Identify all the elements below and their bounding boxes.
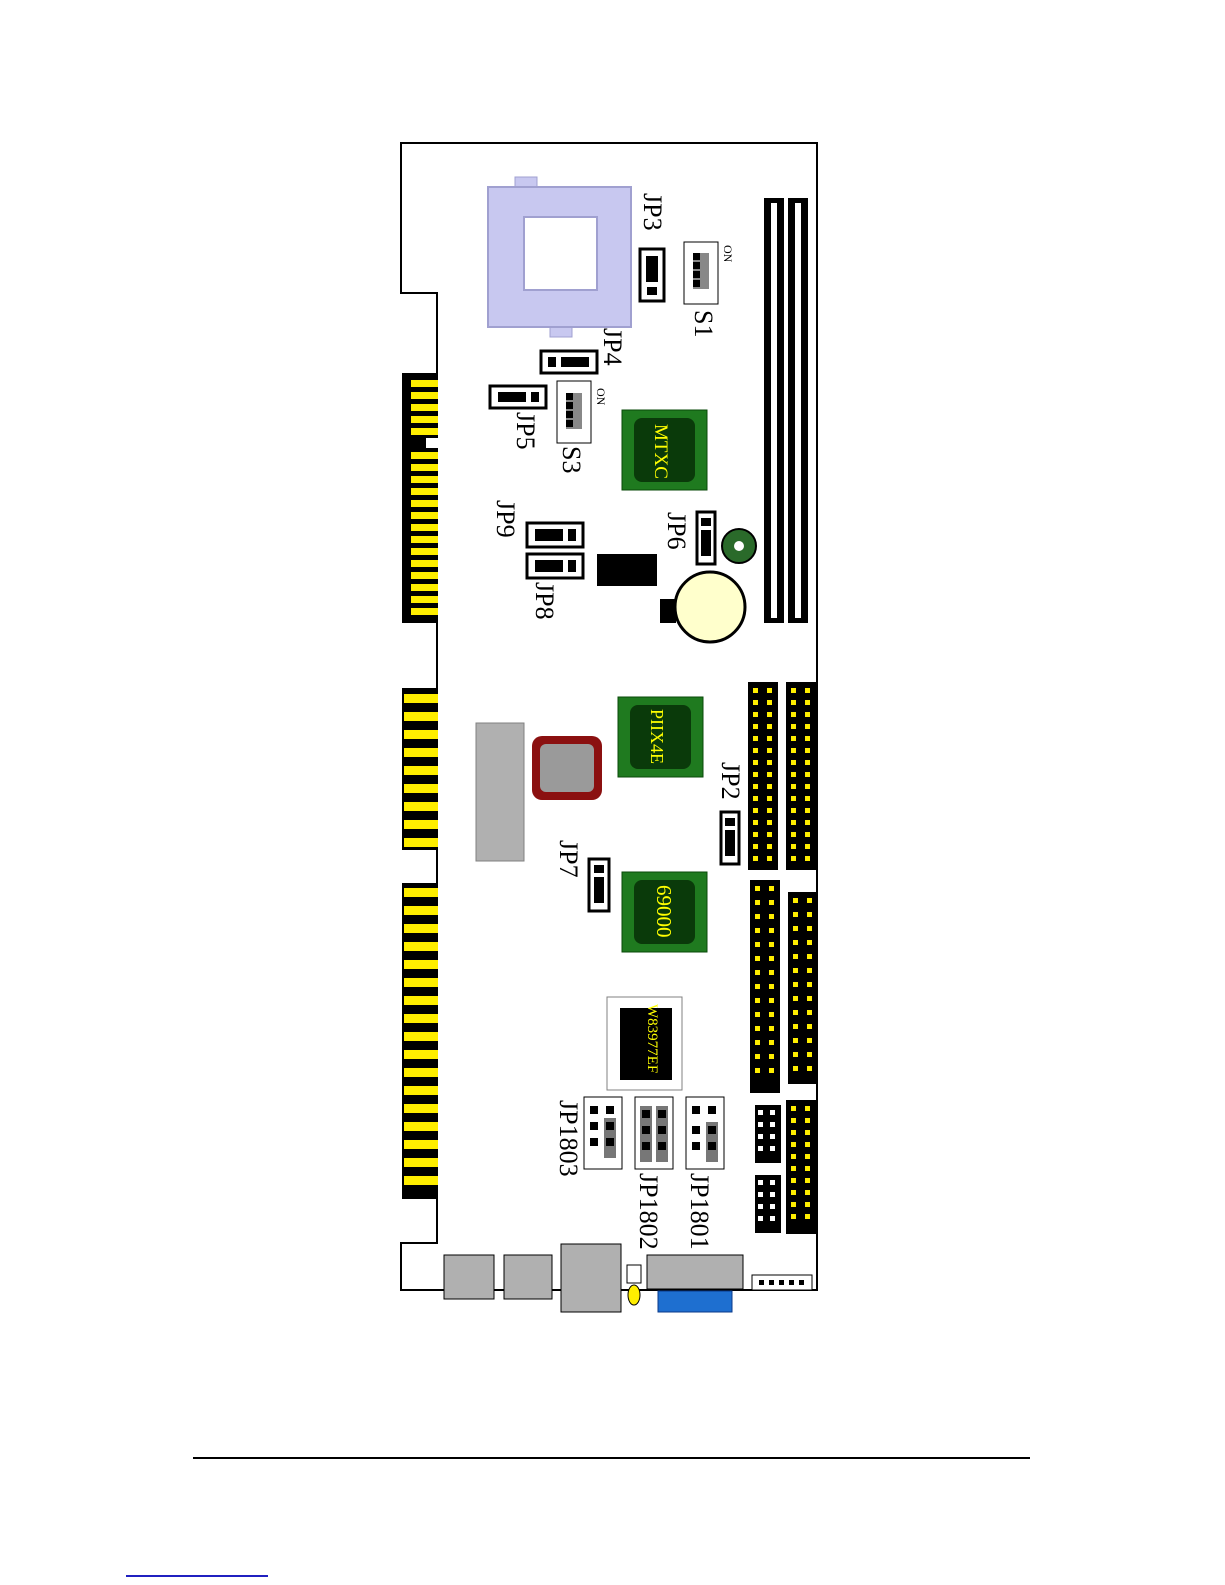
edge-connector-middle bbox=[402, 688, 438, 850]
s3-label: S3 bbox=[557, 446, 586, 473]
chip-cpu-gray bbox=[532, 736, 602, 800]
jp1801-label: JP1801 bbox=[685, 1173, 714, 1250]
ide-connector-1 bbox=[748, 682, 778, 870]
dimm-slot-1 bbox=[764, 198, 784, 623]
jp8-label: JP8 bbox=[530, 582, 559, 620]
superio-label: W83977EF bbox=[644, 1004, 660, 1073]
jp6-label: JP6 bbox=[662, 512, 691, 550]
gray-module bbox=[476, 723, 524, 861]
small-header-bottom bbox=[752, 1275, 812, 1290]
chip-mtxc: MTXC bbox=[622, 410, 707, 490]
vga-chip-label: 69000 bbox=[652, 885, 676, 938]
ps2-port-2 bbox=[504, 1255, 552, 1299]
edge-connector-bottom bbox=[402, 883, 438, 1199]
s1-label: S1 bbox=[689, 310, 718, 337]
chip-w83977ef: W83977EF bbox=[607, 997, 682, 1090]
jp1803-label: JP1803 bbox=[554, 1100, 583, 1177]
ps2-port-1 bbox=[444, 1255, 494, 1299]
footer-link-underline bbox=[126, 1575, 268, 1577]
piix4e-label: PIIX4E bbox=[647, 709, 667, 764]
vga-port bbox=[658, 1291, 732, 1312]
floppy-connector bbox=[750, 880, 780, 1093]
bios-chip bbox=[597, 554, 657, 586]
buzzer bbox=[722, 529, 756, 563]
s1-on-label: ON bbox=[721, 245, 735, 263]
mtxc-label: MTXC bbox=[650, 424, 671, 479]
jp1802-label: JP1802 bbox=[634, 1173, 663, 1250]
rj45-port bbox=[561, 1244, 621, 1312]
jp7-label: JP7 bbox=[554, 840, 583, 878]
dimm-slot-2 bbox=[788, 198, 808, 623]
jumper-jp1803: JP1803 bbox=[554, 1097, 622, 1177]
jp2-label: JP2 bbox=[716, 762, 745, 800]
ide-connector-2 bbox=[786, 682, 816, 870]
jp4-label: JP4 bbox=[598, 328, 627, 366]
cpu-socket bbox=[488, 177, 631, 337]
jp9-label: JP9 bbox=[491, 500, 520, 538]
jp3-label: JP3 bbox=[638, 193, 667, 231]
usb-header-2 bbox=[755, 1175, 781, 1233]
chip-piix4e: PIIX4E bbox=[618, 697, 703, 777]
long-pin-header bbox=[786, 1100, 818, 1234]
edge-connector-top bbox=[402, 373, 438, 623]
footer-rule bbox=[193, 1457, 1030, 1459]
serial-port bbox=[647, 1255, 743, 1289]
chip-69000: 69000 bbox=[622, 872, 707, 952]
printer-connector bbox=[788, 892, 818, 1084]
s3-on-label: ON bbox=[594, 388, 608, 406]
jp5-label: JP5 bbox=[511, 412, 540, 450]
usb-header-1 bbox=[755, 1105, 781, 1163]
